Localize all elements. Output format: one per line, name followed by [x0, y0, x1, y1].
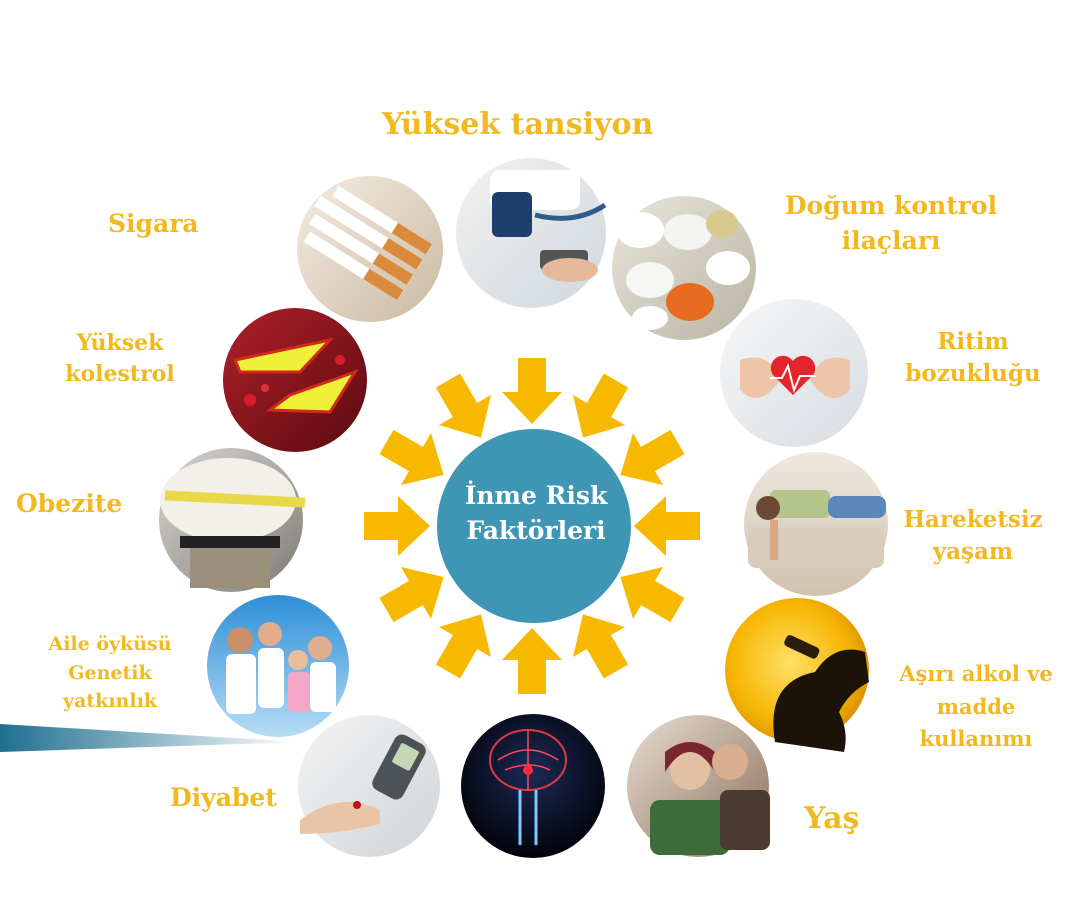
arrow-6: [573, 614, 629, 679]
brain-scan-photo: [461, 714, 605, 858]
cigarettes-photo: [297, 176, 443, 322]
arrow-8: [435, 614, 491, 679]
center-title-line2: Faktörleri: [466, 516, 606, 545]
glucose-meter-photo: [298, 715, 440, 857]
person-on-sofa-photo: [744, 452, 888, 596]
decorative-band: [0, 724, 300, 752]
arrow-4: [634, 496, 700, 556]
center-title: İnme Risk Faktörleri: [436, 478, 636, 548]
arrow-7: [502, 628, 562, 694]
waist-measuring-photo: [159, 448, 306, 592]
arrow-2: [573, 373, 629, 438]
arrow-11: [379, 429, 444, 485]
heart-rhythm-photo: [720, 299, 868, 447]
drinking-silhouette-photo: [725, 598, 869, 752]
elderly-couple-photo: [627, 715, 770, 857]
family-photo: [207, 595, 349, 737]
arrow-12: [435, 373, 491, 438]
clogged-artery-photo: [223, 308, 367, 452]
arrow-1: [502, 358, 562, 424]
label-obezite: Obezite: [16, 489, 123, 518]
arrow-10: [364, 496, 430, 556]
blood-pressure-cuff-photo: [456, 158, 607, 308]
pills-photo: [612, 196, 756, 340]
center-circle: [437, 429, 631, 623]
label-sigara: Sigara: [108, 209, 199, 238]
label-yuksek-tansiyon: Yüksek tansiyon: [382, 107, 654, 142]
label-yas: Yaş: [804, 801, 860, 836]
arrows: [364, 358, 700, 694]
arrow-9: [379, 567, 444, 623]
label-diyabet: Diyabet: [170, 783, 277, 812]
center-title-line1: İnme Risk: [464, 481, 608, 510]
arrow-3: [620, 429, 685, 485]
arrow-5: [620, 567, 685, 623]
